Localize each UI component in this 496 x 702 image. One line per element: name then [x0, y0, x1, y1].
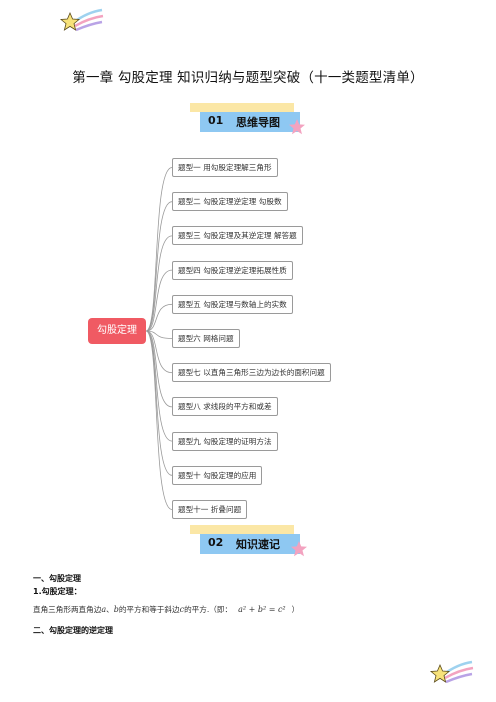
- connector-line: [145, 330, 173, 408]
- var-c: c: [179, 605, 185, 614]
- section-number: 01: [208, 114, 224, 127]
- text-segment: 的平方和等于斜边: [118, 605, 180, 614]
- connector-line: [145, 330, 173, 510]
- badge-stripe: [190, 103, 294, 112]
- var-a: a: [101, 605, 107, 614]
- heading-converse: 二、勾股定理的逆定理: [33, 626, 113, 635]
- shooting-star-icon: [59, 8, 104, 32]
- connector-line: [145, 167, 173, 332]
- mindmap-branch: 题型三 勾股定理及其逆定理 解答题: [172, 226, 303, 246]
- badge-background: [200, 534, 300, 554]
- section-label: 知识速记: [236, 538, 280, 551]
- mindmap-root: 勾股定理: [88, 318, 146, 344]
- var-b: b: [113, 605, 119, 614]
- mindmap-branch: 题型十 勾股定理的应用: [172, 465, 263, 485]
- text-segment: 直角三角形两直角边: [33, 605, 102, 614]
- shooting-star-icon: [429, 660, 474, 684]
- mindmap-branch: 题型八 求线段的平方和或差: [172, 397, 278, 417]
- page-title: 第一章 勾股定理 知识归纳与题型突破（十一类题型清单）: [72, 70, 424, 86]
- mindmap-branch: 题型五 勾股定理与数轴上的实数: [172, 294, 293, 314]
- pink-star-icon: [289, 119, 305, 135]
- text-segment: 的平方.（即：: [184, 605, 233, 614]
- mindmap-branch: 题型九 勾股定理的证明方法: [172, 431, 278, 451]
- connector-line: [145, 201, 173, 332]
- mindmap-branch: 题型一 用勾股定理解三角形: [172, 158, 278, 177]
- connector-line: [145, 235, 173, 332]
- theorem-statement: 直角三角形两直角边a、b的平方和等于斜边c的平方.（即： a² + b² = c²…: [33, 604, 299, 615]
- mindmap-branch: 题型四 勾股定理逆定理拓展性质: [172, 260, 293, 280]
- badge-background: [200, 112, 300, 132]
- connector-line: [145, 303, 173, 332]
- connector-line: [145, 330, 173, 339]
- heading-pythagorean: 一、勾股定理: [33, 574, 81, 583]
- section-number: 02: [208, 536, 224, 549]
- formula: a² + b² = c²: [238, 605, 286, 614]
- mindmap-branch: 题型七 以直角三角形三边为边长的面积问题: [172, 363, 331, 383]
- badge-stripe: [190, 525, 294, 534]
- section-label: 思维导图: [236, 116, 280, 129]
- mindmap-branch: 题型十一 折叠问题: [172, 500, 248, 519]
- text-segment: ）: [291, 605, 300, 614]
- mindmap-branch: 题型六 网格问题: [172, 329, 240, 348]
- section-badge-knowledge: 02 知识速记: [190, 525, 304, 554]
- subheading-theorem: 1.勾股定理：: [33, 587, 82, 596]
- mindmap-branch: 题型二 勾股定理逆定理 勾股数: [172, 192, 288, 212]
- pink-star-icon: [291, 541, 307, 557]
- connector-line: [145, 269, 173, 332]
- text-segment: 、: [106, 605, 114, 614]
- section-badge-mindmap: 01 思维导图: [190, 103, 304, 132]
